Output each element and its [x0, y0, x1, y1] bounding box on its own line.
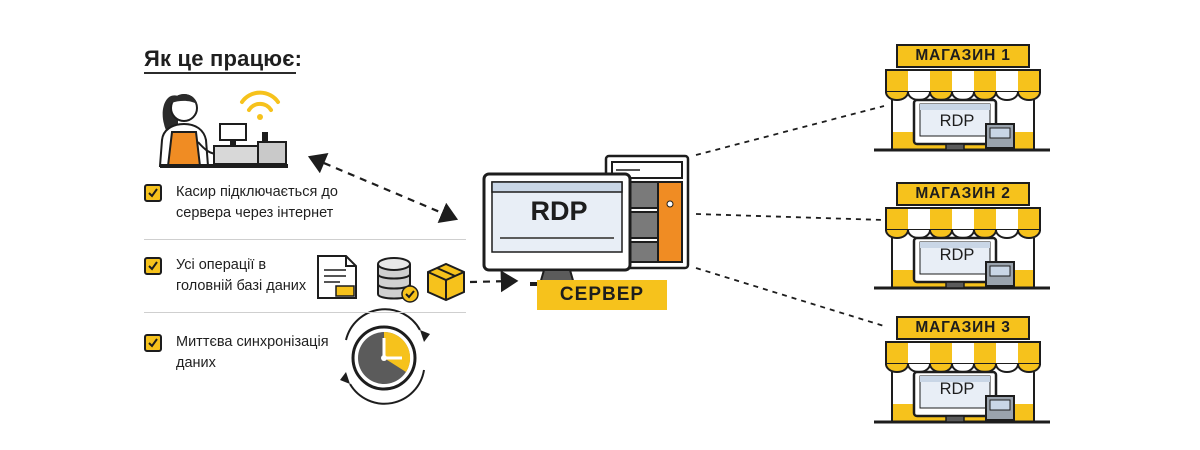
store-1-sign: МАГАЗИН 1 — [896, 44, 1030, 68]
cashier-illustration — [158, 94, 288, 168]
clock-sync-icon — [340, 308, 430, 405]
document-icon — [317, 255, 357, 299]
step-text: Миттєва синхронізація даних — [176, 334, 329, 371]
database-icon — [377, 257, 419, 303]
step-item-2: Усі операції в головній базі даних — [144, 255, 326, 297]
server-store2-connector — [695, 213, 885, 221]
step-text: Касир підключається до сервера через інт… — [176, 184, 338, 221]
store-2-building — [874, 207, 1050, 290]
divider — [144, 312, 466, 313]
server-screen-label: RDP — [530, 196, 588, 226]
data-server-connector — [469, 270, 519, 293]
server-store3-connector — [695, 267, 885, 327]
package-icon — [427, 262, 465, 302]
stores-art — [874, 69, 1050, 424]
step-text: Усі операції в головній базі даних — [176, 257, 307, 294]
store-3-sign: МАГАЗИН 3 — [896, 316, 1030, 340]
server-label: СЕРВЕР — [537, 280, 667, 310]
server-store1-connector — [695, 105, 885, 156]
checkbox-icon — [144, 334, 162, 352]
server-monitor-icon — [482, 172, 632, 286]
store-1-screen-label: RDP — [939, 112, 975, 130]
title-underline — [144, 72, 296, 74]
step-item-1: Касир підключається до сервера через інт… — [144, 182, 376, 224]
checkbox-icon — [144, 184, 162, 202]
store-1-building — [874, 69, 1050, 152]
step-item-3: Миттєва синхронізація даних — [144, 332, 346, 374]
store-2-sign: МАГАЗИН 2 — [896, 182, 1030, 206]
store-3-screen-label: RDP — [939, 380, 975, 398]
checkbox-icon — [144, 257, 162, 275]
store-2-screen-label: RDP — [939, 246, 975, 264]
page-title: Як це працює: — [144, 46, 303, 71]
store-3-building — [874, 341, 1050, 424]
wifi-icon — [240, 90, 280, 120]
divider — [144, 239, 466, 240]
